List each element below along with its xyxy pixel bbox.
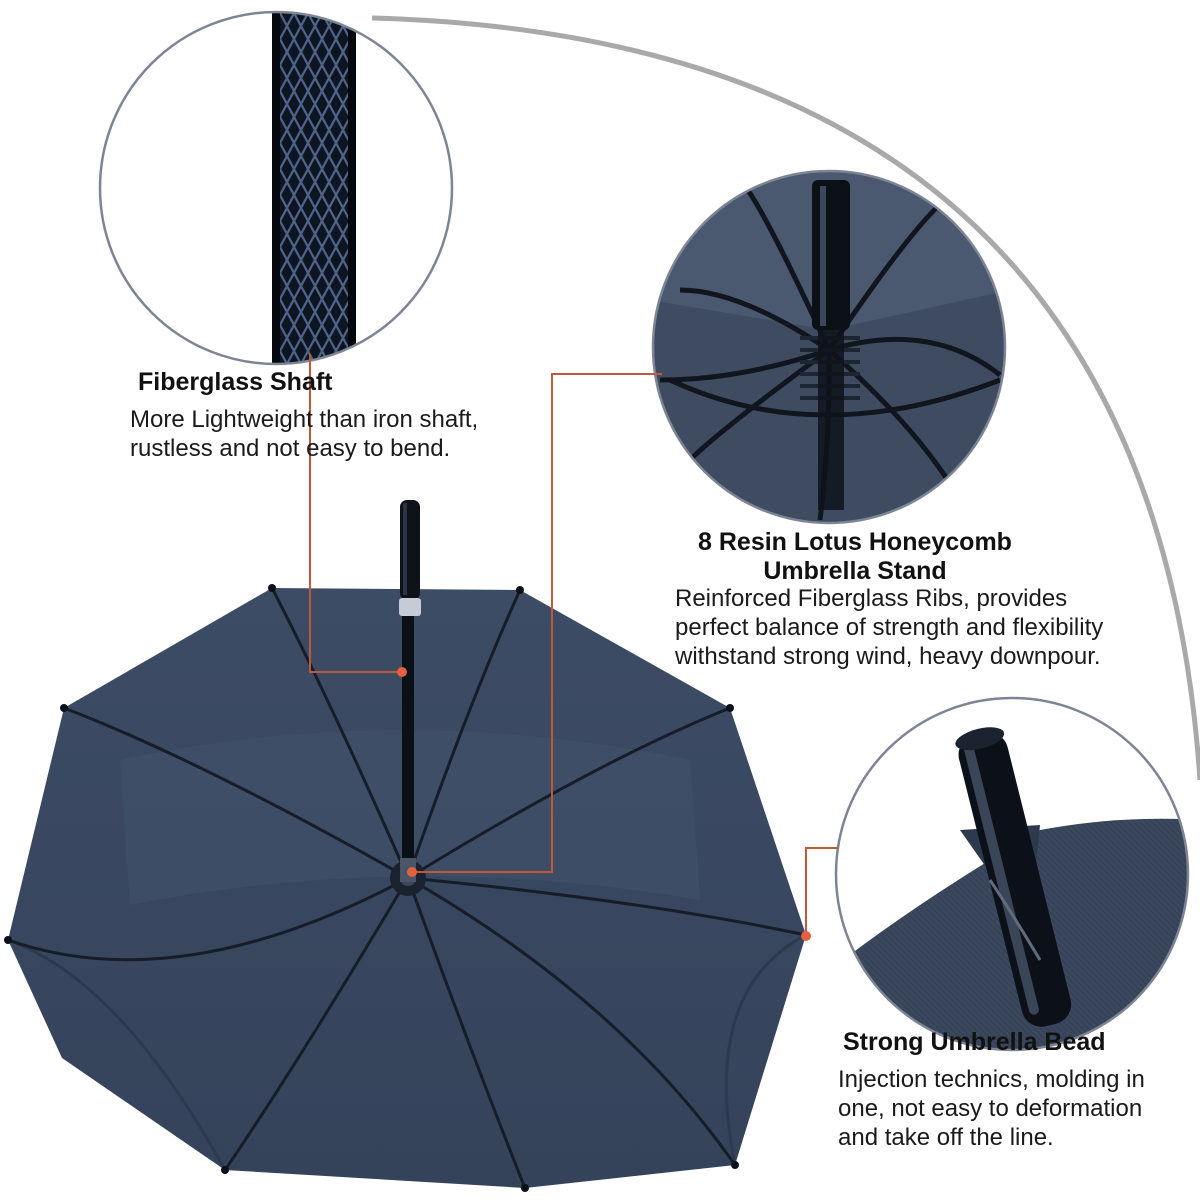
connector-arc (371, 15, 1200, 781)
desc-line: Injection technics, molding in (838, 1066, 1145, 1093)
title-line: 8 Resin Lotus Honeycomb (698, 528, 1012, 556)
umbrella-bead-closeup (834, 696, 1190, 1052)
leader-lines (309, 354, 838, 936)
umbrella-ribs (7, 587, 807, 1189)
feature-title-fiberglass-shaft: Fiberglass Shaft (138, 368, 333, 396)
desc-line: one, not easy to deformation (838, 1095, 1143, 1122)
desc-line: withstand strong wind, heavy downpour. (675, 643, 1101, 670)
desc-line: perfect balance of strength and flexibil… (675, 614, 1104, 641)
feature-desc-umbrella-bead: Injection technics, molding in one, not … (838, 1065, 1145, 1152)
feature-desc-rib-stand: Reinforced Fiberglass Ribs, provides per… (675, 584, 1103, 671)
feature-title-umbrella-bead: Strong Umbrella Bead (843, 1028, 1106, 1056)
desc-line: Reinforced Fiberglass Ribs, provides (675, 585, 1068, 612)
marker-dots (397, 667, 811, 941)
umbrella-illustration (4, 500, 807, 1192)
feature-desc-fiberglass-shaft: More Lightweight than iron shaft, rustle… (130, 405, 478, 463)
title-line: Umbrella Stand (763, 557, 947, 585)
desc-line: More Lightweight than iron shaft, (130, 406, 479, 433)
fiberglass-shaft-closeup (98, 10, 454, 366)
desc-line: rustless and not easy to bend. (130, 435, 451, 462)
desc-line: and take off the line. (838, 1124, 1054, 1151)
rib-stand-closeup (651, 169, 1007, 525)
feature-title-rib-stand: 8 Resin Lotus Honeycomb Umbrella Stand (655, 528, 1055, 586)
